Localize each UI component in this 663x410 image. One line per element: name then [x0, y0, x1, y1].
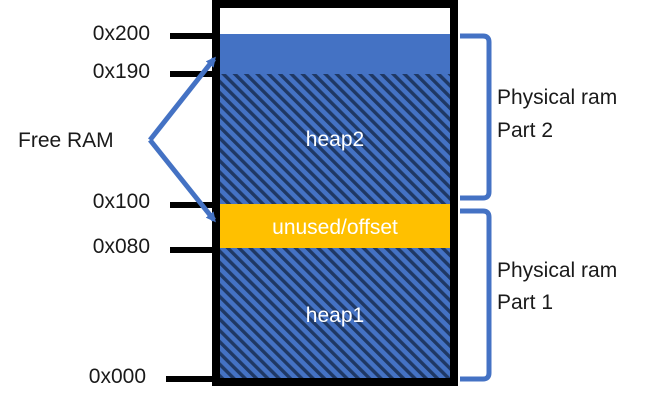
unused-offset-block — [218, 204, 452, 248]
free-ram-top-block — [218, 34, 452, 74]
address-0x000: 0x000 — [89, 365, 146, 388]
memory-column-border — [212, 0, 458, 386]
address-0x100: 0x100 — [93, 190, 150, 213]
address-ticks — [166, 33, 216, 382]
heap1-label: heap1 — [306, 304, 364, 327]
bracket-part1 — [460, 208, 492, 382]
unused-offset-label: unused/offset — [272, 216, 398, 239]
part1-label-line1: Physical ram — [497, 259, 617, 282]
bracket-part2 — [460, 33, 492, 201]
free-ram-arrow-top — [148, 56, 216, 142]
address-0x200: 0x200 — [93, 22, 150, 45]
part2-label-line1: Physical ram — [497, 86, 617, 109]
heap2-label: heap2 — [306, 128, 364, 151]
free-ram-label: Free RAM — [18, 129, 114, 152]
part2-label-line2: Part 2 — [497, 119, 553, 142]
address-0x190: 0x190 — [93, 60, 150, 83]
part1-label-line2: Part 1 — [497, 291, 553, 314]
free-ram-arrow-bottom — [148, 138, 216, 223]
address-0x080: 0x080 — [93, 235, 150, 258]
